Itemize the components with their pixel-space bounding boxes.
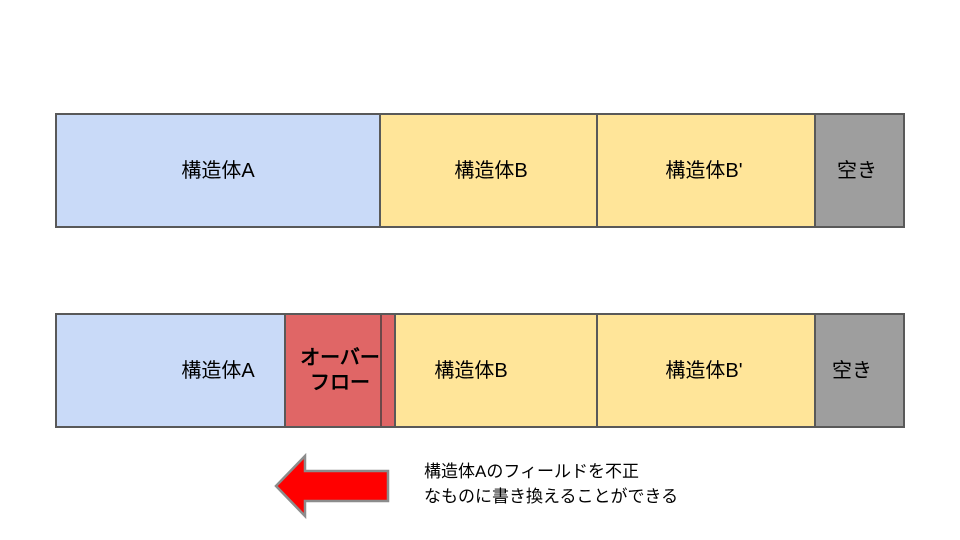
- segment-divider: [379, 115, 381, 226]
- segment-overflow: [285, 315, 395, 426]
- label-struct-a: 構造体A: [181, 159, 255, 182]
- segment-divider: [596, 315, 598, 426]
- memory-bar-after: 構造体A オーバー フロー 構造体B 構造体B' 空き: [55, 313, 905, 428]
- annotation-line2: なものに書き換えることができる: [424, 487, 679, 506]
- annotation-line1: 構造体Aのフィールドを不正: [424, 462, 639, 481]
- label-overflow-line1: オーバー: [300, 346, 380, 369]
- segment-divider: [814, 115, 816, 226]
- annotation-text: 構造体Aのフィールドを不正 なものに書き換えることができる: [424, 459, 678, 509]
- label-overflow: オーバー フロー: [300, 346, 380, 396]
- overflow-boundary-line: [380, 315, 382, 426]
- segment-free: [815, 315, 903, 426]
- label-struct-b-prime: 構造体B': [665, 359, 743, 382]
- left-arrow-shape: [274, 452, 390, 520]
- label-struct-b: 構造体B: [454, 159, 528, 182]
- segment-divider: [814, 315, 816, 426]
- left-arrow-icon: [274, 452, 390, 520]
- label-struct-b: 構造体B: [434, 359, 508, 382]
- label-free: 空き: [832, 359, 872, 382]
- segment-divider: [596, 115, 598, 226]
- label-overflow-line2: フロー: [310, 371, 370, 394]
- label-free: 空き: [837, 159, 877, 182]
- memory-bar-before: 構造体A 構造体B 構造体B' 空き: [55, 113, 905, 228]
- segment-divider: [394, 315, 396, 426]
- segment-free: [815, 115, 903, 226]
- segment-struct-a: [57, 315, 285, 426]
- label-struct-b-prime: 構造体B': [665, 159, 743, 182]
- label-struct-a: 構造体A: [181, 359, 255, 382]
- segment-struct-b-prime: [597, 115, 815, 226]
- segment-struct-b: [380, 115, 597, 226]
- segment-struct-b: [395, 315, 597, 426]
- segment-struct-b-prime: [597, 315, 815, 426]
- segment-struct-a: [57, 115, 380, 226]
- segment-divider: [284, 315, 286, 426]
